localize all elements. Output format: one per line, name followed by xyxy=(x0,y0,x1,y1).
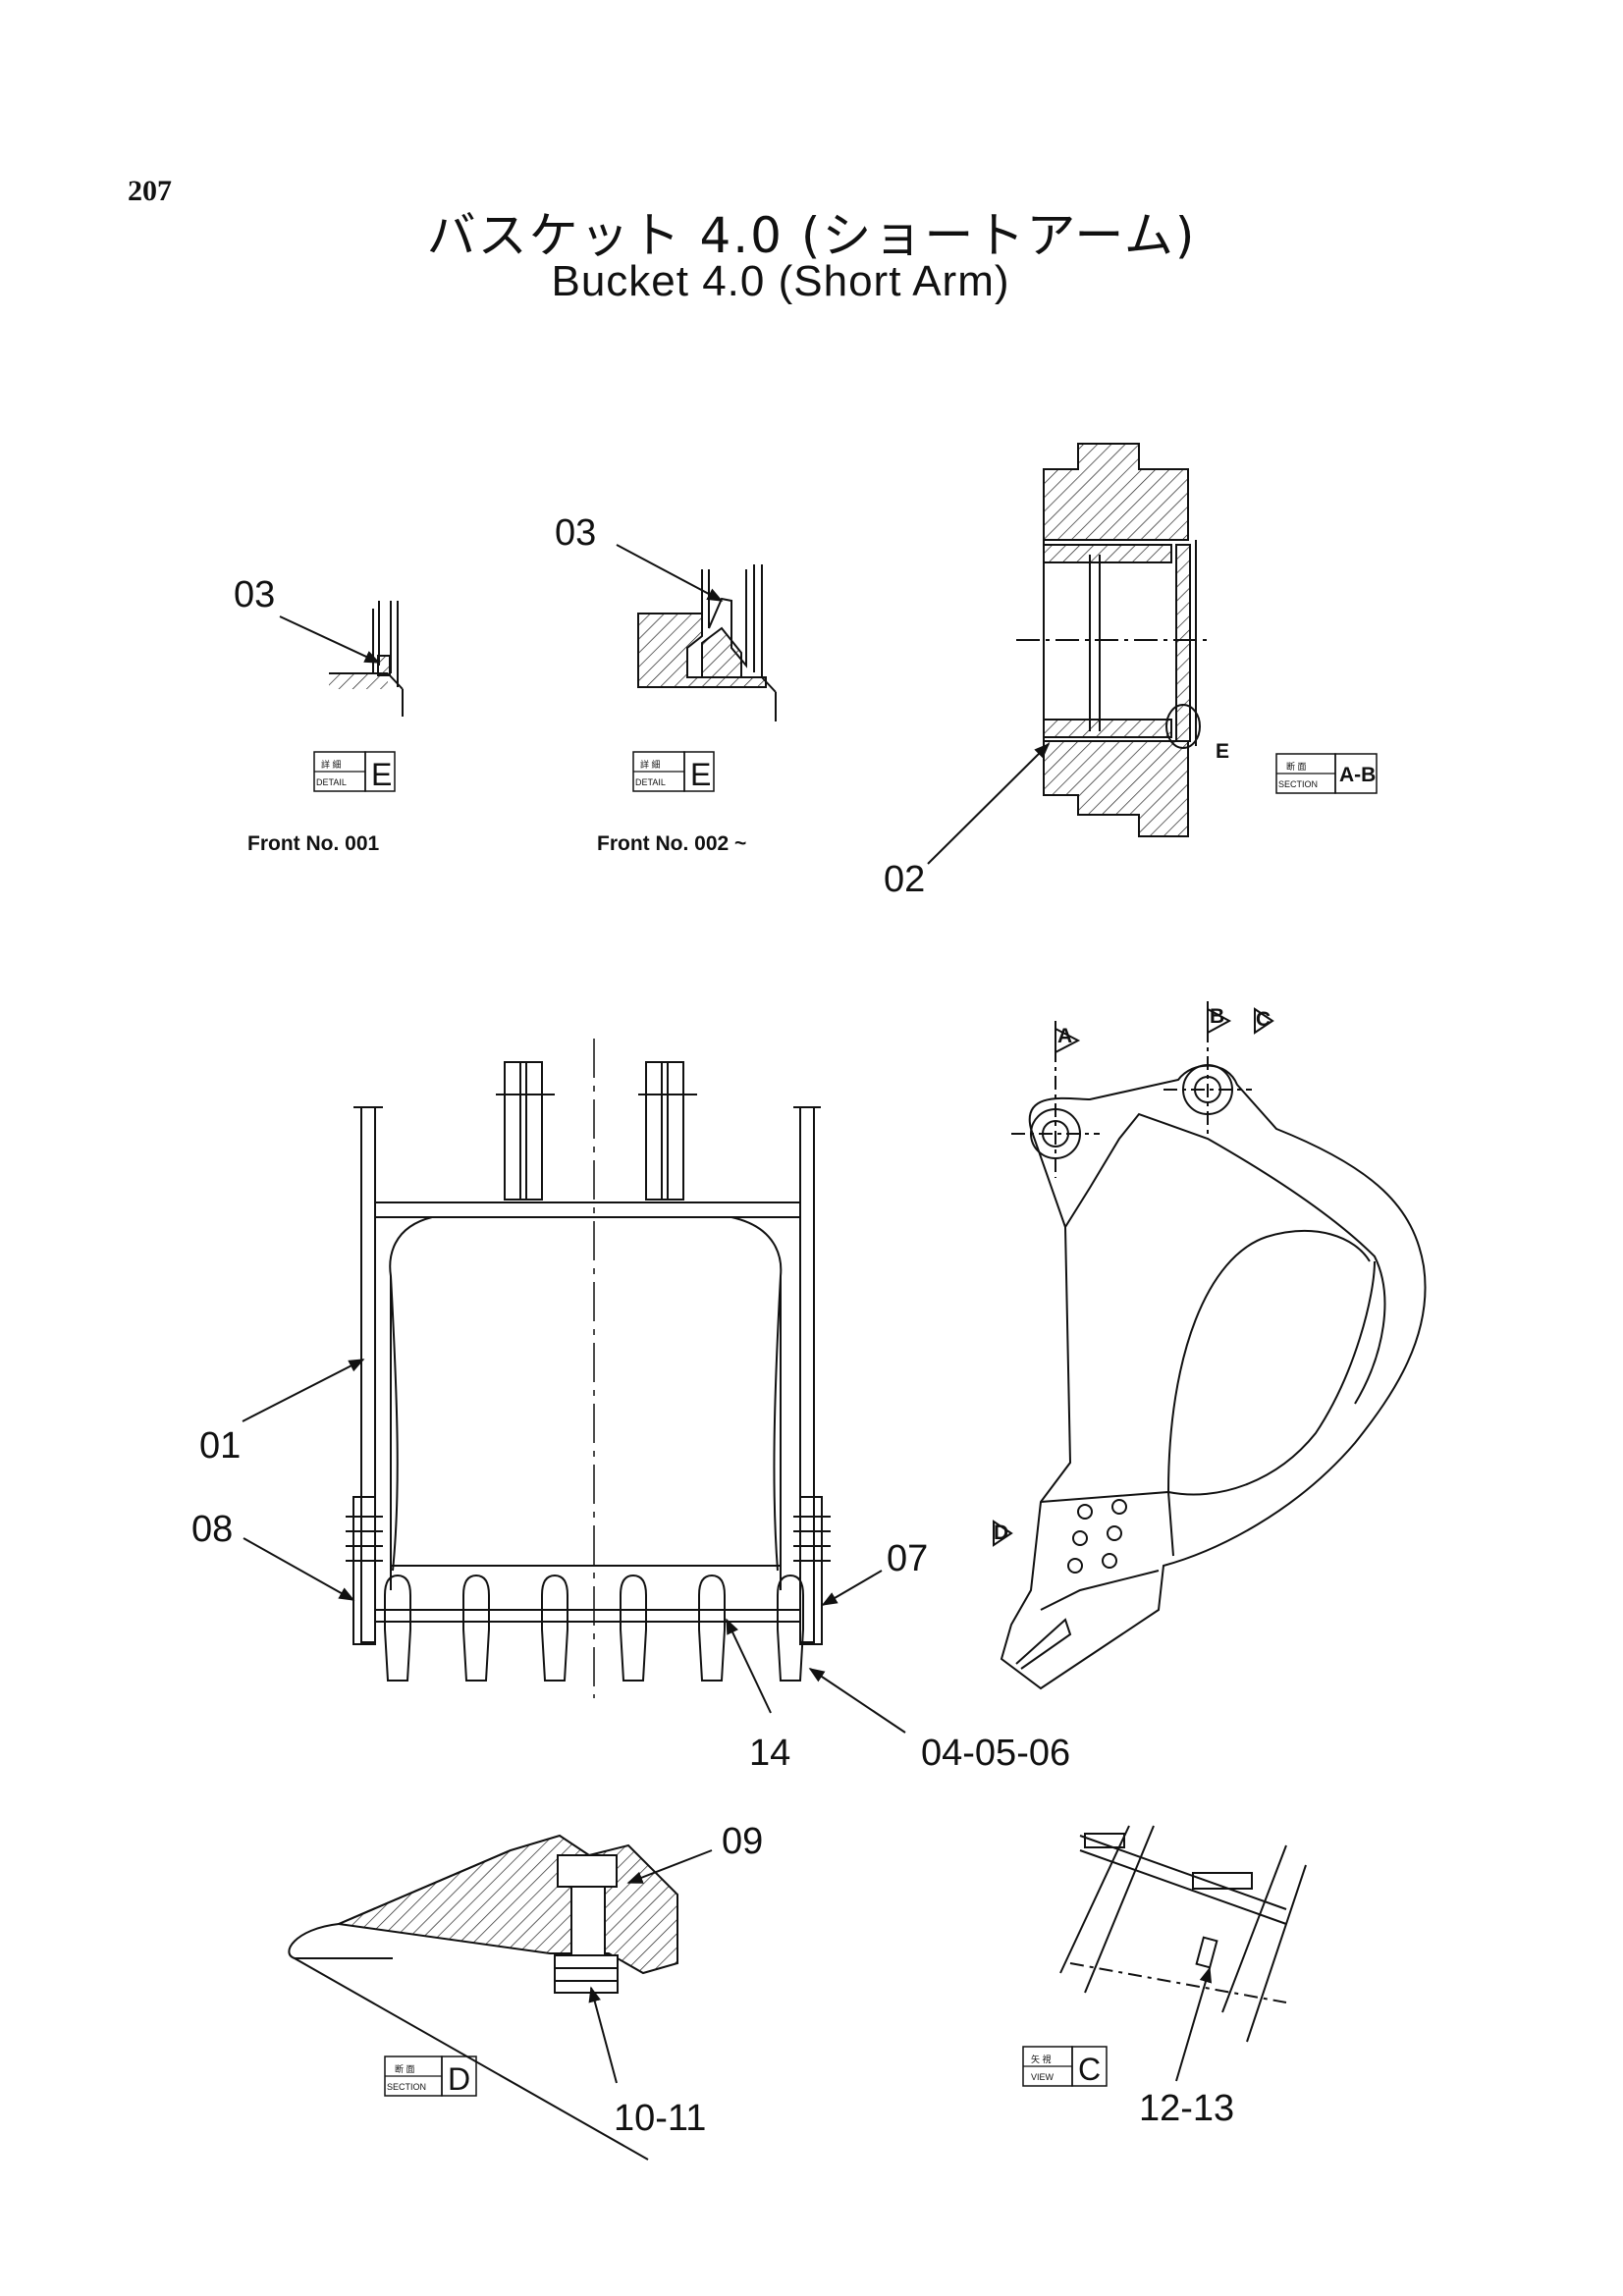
svg-text:A-B: A-B xyxy=(1339,764,1376,786)
section-a-b-view xyxy=(1016,443,1208,837)
svg-text:詳 細: 詳 細 xyxy=(321,759,342,770)
tag-view-c: 矢 視 VIEW C xyxy=(1022,2046,1108,2087)
label-08: 08 xyxy=(191,1509,233,1550)
label-01: 01 xyxy=(199,1425,241,1467)
caption-front-001: Front No. 001 xyxy=(247,832,380,855)
tag-section-a-b: 断 面 SECTION A-B xyxy=(1275,753,1378,794)
bucket-teeth xyxy=(384,1574,804,1682)
title-english: Bucket 4.0 (Short Arm) xyxy=(551,257,1010,305)
label-12-13: 12-13 xyxy=(1139,2088,1234,2129)
svg-text:SECTION: SECTION xyxy=(387,2082,426,2092)
detail-e-front-002 xyxy=(637,564,777,721)
marker-d: D xyxy=(994,1522,1008,1544)
svg-text:DETAIL: DETAIL xyxy=(635,777,666,787)
tag-section-d: 断 面 SECTION D xyxy=(384,2056,477,2097)
label-02: 02 xyxy=(884,859,925,900)
page-number: 207 xyxy=(128,175,172,207)
svg-text:詳 細: 詳 細 xyxy=(640,759,661,770)
caption-front-002: Front No. 002 ~ xyxy=(597,832,746,855)
svg-text:D: D xyxy=(448,2061,470,2097)
marker-b: B xyxy=(1210,1005,1224,1028)
e-callout: E xyxy=(1216,740,1229,763)
label-04-05-06: 04-05-06 xyxy=(921,1733,1070,1774)
label-07: 07 xyxy=(887,1538,928,1579)
svg-text:C: C xyxy=(1078,2052,1101,2087)
svg-text:矢 視: 矢 視 xyxy=(1031,2054,1052,2064)
svg-text:SECTION: SECTION xyxy=(1278,779,1318,789)
svg-text:DETAIL: DETAIL xyxy=(316,777,347,787)
svg-text:E: E xyxy=(690,757,711,792)
leader-lines xyxy=(242,544,1213,2084)
detail-e-front-001 xyxy=(329,601,404,717)
view-c-view xyxy=(1059,1825,1307,2043)
label-10-11: 10-11 xyxy=(614,2098,706,2139)
label-03-detail-001: 03 xyxy=(234,574,275,615)
svg-text:E: E xyxy=(371,757,392,792)
section-d-view xyxy=(288,1834,678,2161)
label-14: 14 xyxy=(749,1733,790,1774)
svg-text:VIEW: VIEW xyxy=(1031,2072,1055,2082)
tag-detail-e-002: 詳 細 DETAIL E xyxy=(632,751,715,792)
marker-a: A xyxy=(1057,1025,1072,1047)
title-japanese: バスケット 4.0 (ショートアーム) xyxy=(426,207,1197,264)
bucket-front-view xyxy=(346,1039,831,1698)
bucket-side-view xyxy=(993,1001,1427,1690)
svg-text:断 面: 断 面 xyxy=(1286,761,1307,772)
svg-text:断 面: 断 面 xyxy=(395,2063,415,2074)
label-03-detail-002: 03 xyxy=(555,512,596,554)
tag-detail-e-001: 詳 細 DETAIL E xyxy=(313,751,396,792)
marker-c: C xyxy=(1256,1008,1271,1031)
label-09: 09 xyxy=(722,1821,763,1862)
